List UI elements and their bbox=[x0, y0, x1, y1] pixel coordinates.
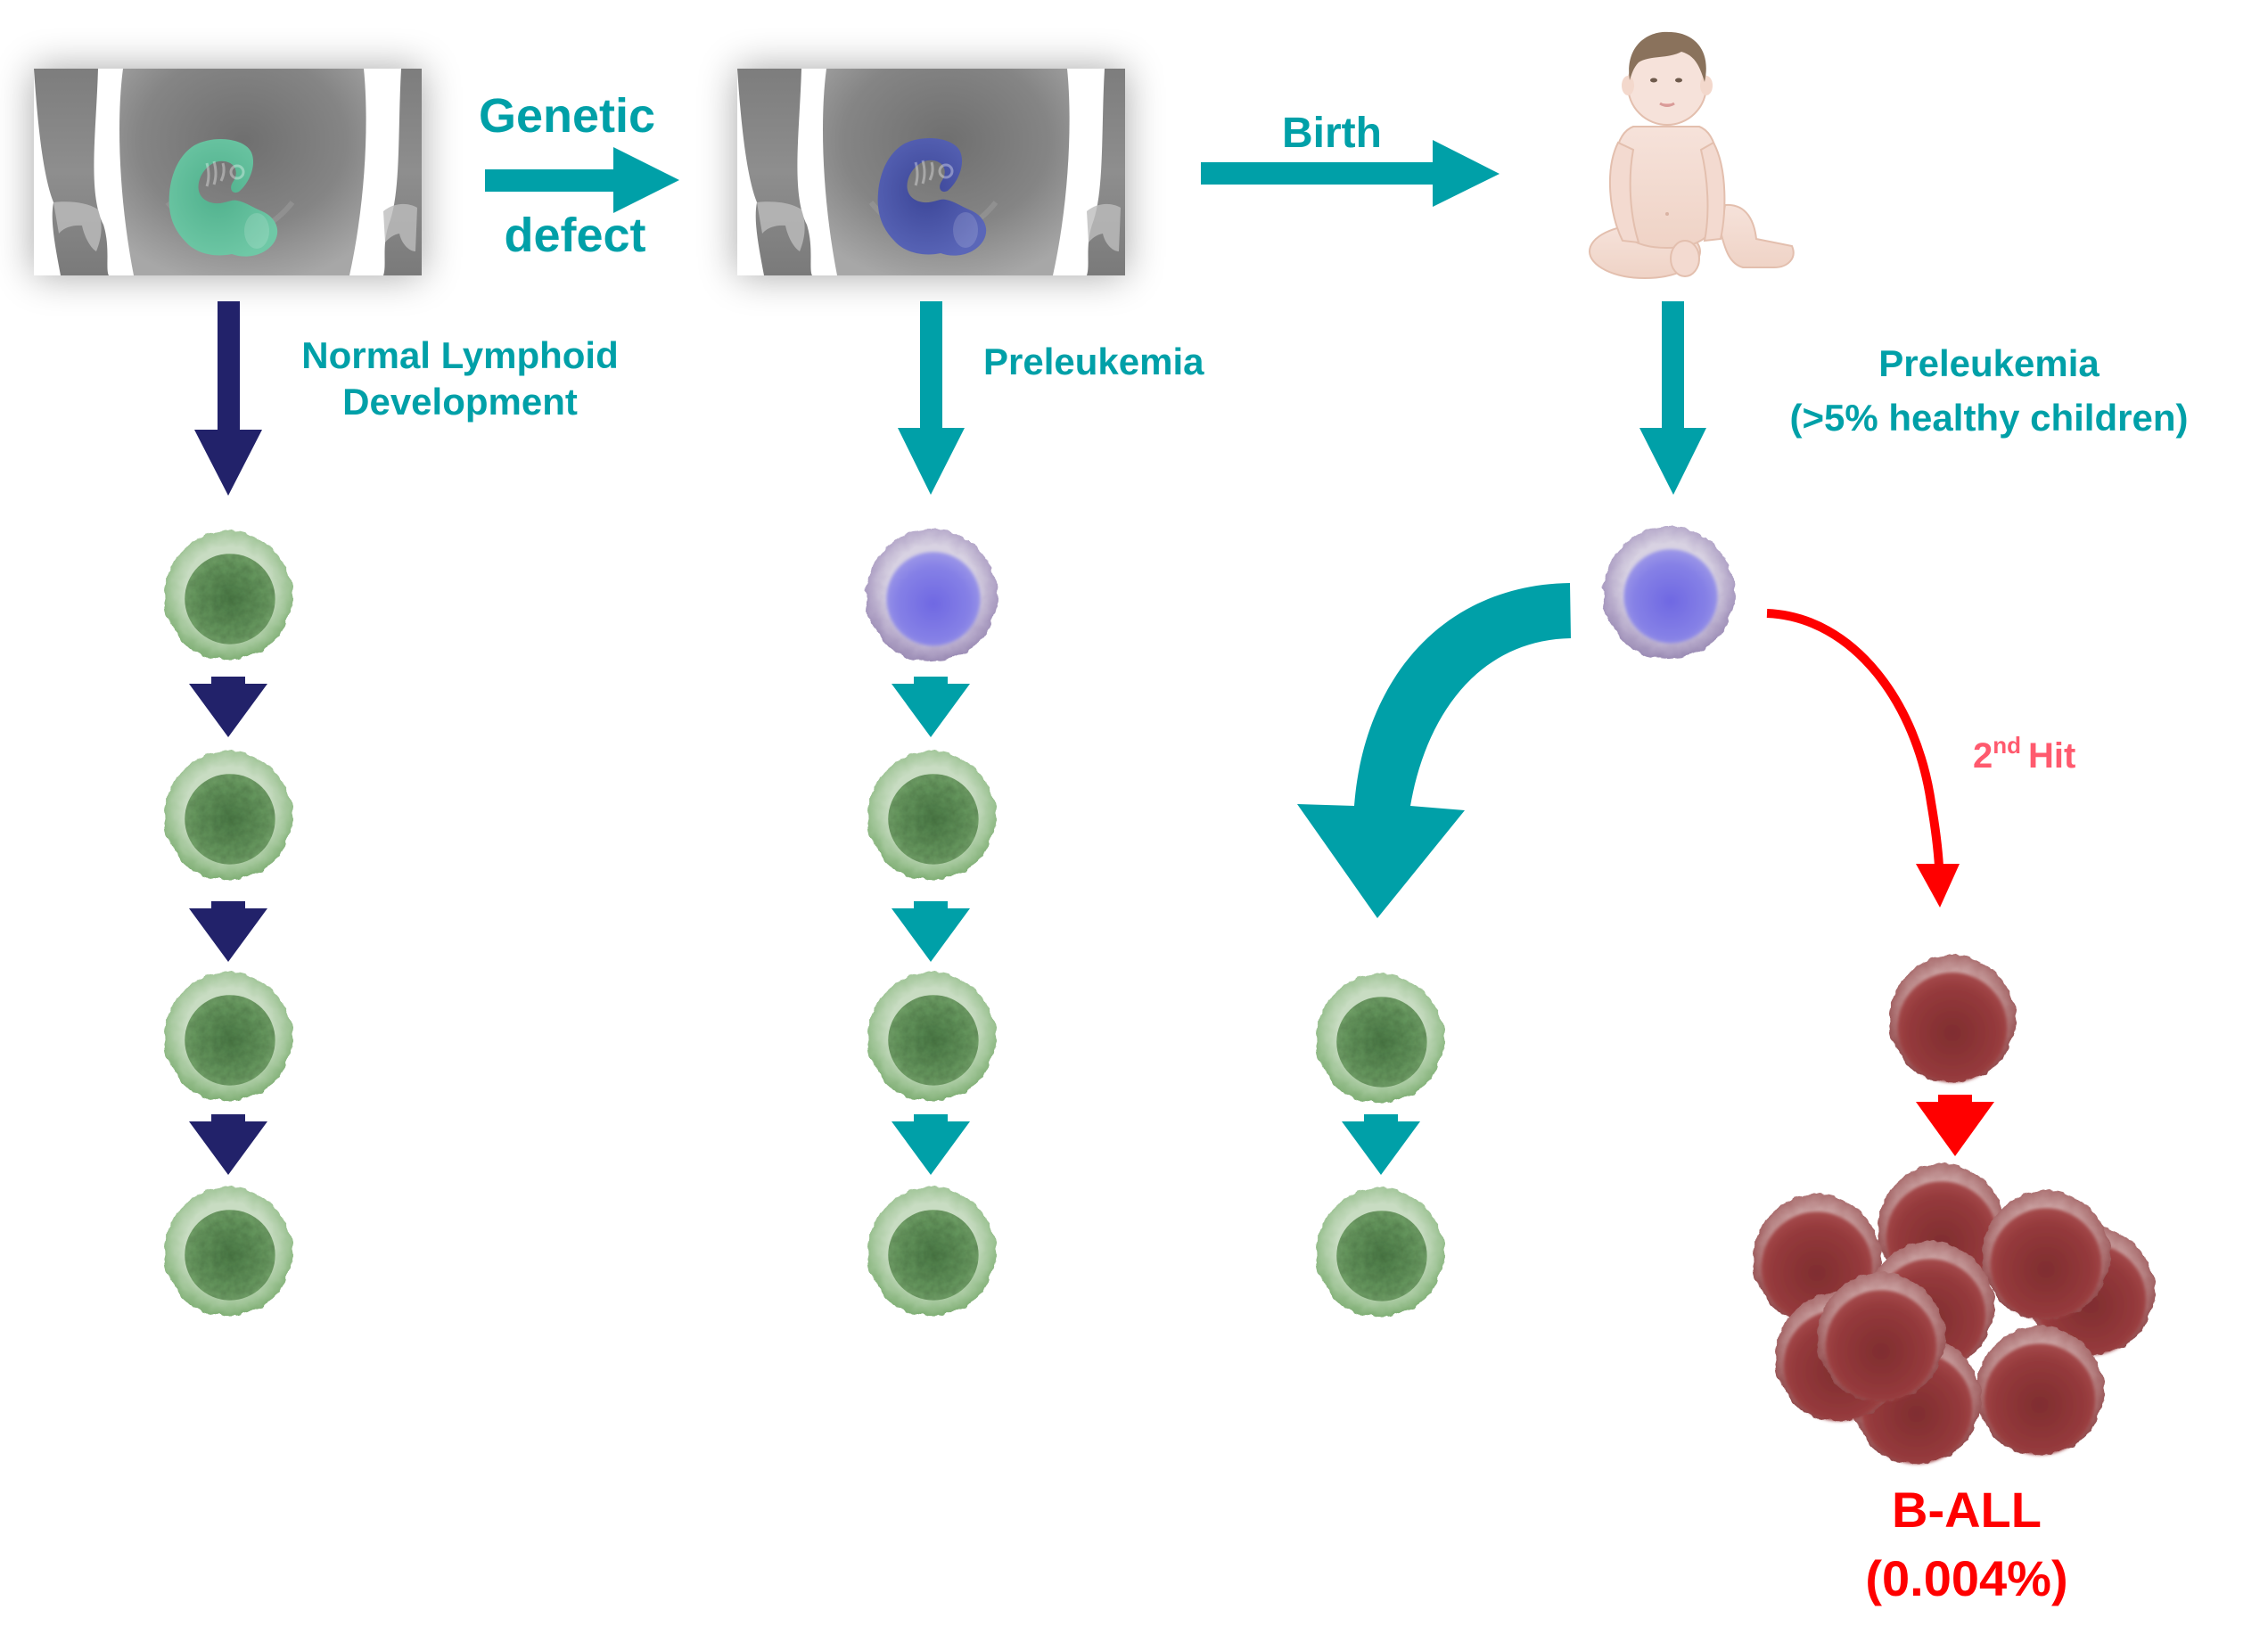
normal-lymphoid-cell bbox=[1316, 1188, 1444, 1317]
second-hit-superscript: nd bbox=[1993, 732, 2021, 759]
red-down-arrow-icon bbox=[1916, 1095, 1994, 1156]
small-down-arrow-icon bbox=[189, 901, 267, 962]
red-arrowhead-icon bbox=[1916, 864, 1960, 907]
second-hit-label: 2nd Hit bbox=[1973, 732, 2075, 776]
normal-lymphoid-cell bbox=[164, 531, 292, 660]
b-all-label: B-ALL bbox=[1892, 1482, 2042, 1538]
normal-lymphoid-cell bbox=[867, 1187, 996, 1316]
postnatal-preleukemia-label: Preleukemia (>5% healthy children) bbox=[1790, 342, 2189, 439]
curved-arrow-resolution-icon bbox=[1297, 583, 1571, 918]
development-label: Development bbox=[342, 381, 578, 423]
normal-lymphoid-cell bbox=[1316, 974, 1444, 1103]
defect-label: defect bbox=[504, 209, 645, 262]
leukemic-cell bbox=[1889, 956, 2016, 1082]
preleukemic-cell bbox=[866, 530, 998, 661]
right-arrow-icon bbox=[1201, 140, 1500, 207]
leukemic-cell-cluster-member bbox=[1817, 1273, 1945, 1401]
down-arrow-preleukemia-icon bbox=[898, 301, 965, 495]
small-down-arrow-icon bbox=[189, 677, 267, 737]
birth-label: Birth bbox=[1282, 110, 1382, 157]
normal-lymphoid-cell bbox=[867, 751, 996, 880]
preleukemic-cell-postnatal bbox=[1603, 527, 1735, 659]
pregnant-torso-green-embryo-icon bbox=[34, 69, 422, 275]
b-all-incidence-label: (0.004%) bbox=[1865, 1550, 2067, 1606]
down-arrow-normal-icon bbox=[194, 301, 262, 496]
second-hit-word: Hit bbox=[2028, 736, 2075, 776]
small-down-arrow-icon bbox=[189, 1114, 267, 1175]
right-arrow-icon bbox=[485, 147, 679, 213]
prenatal-preleukemia-label: Preleukemia bbox=[983, 341, 1204, 382]
normal-lymphoid-cell bbox=[164, 973, 292, 1101]
prevalence-label: (>5% healthy children) bbox=[1790, 397, 2189, 439]
small-down-arrow-icon bbox=[892, 1114, 970, 1175]
normal-development-label: Normal Lymphoid Development bbox=[301, 334, 618, 423]
curved-arrow-second-hit-icon bbox=[1766, 609, 1943, 867]
normal-lymphoid-cell bbox=[164, 751, 292, 880]
pregnant-torso-blue-embryo-icon bbox=[737, 69, 1125, 275]
resolved-cell-column bbox=[1316, 974, 1444, 1317]
genetic-label: Genetic bbox=[479, 89, 655, 143]
genetic-defect-transition: Genetic defect bbox=[479, 89, 679, 262]
second-hit-number: 2 bbox=[1973, 736, 1993, 776]
small-down-arrow-icon bbox=[1342, 1114, 1420, 1175]
small-down-arrow-icon bbox=[892, 677, 970, 737]
normal-lymphoid-cell bbox=[164, 1187, 292, 1316]
b-all-cell-cluster bbox=[1753, 1164, 2155, 1464]
down-arrow-postnatal-icon bbox=[1639, 301, 1706, 495]
birth-transition: Birth bbox=[1201, 110, 1500, 207]
leukemic-cell-cluster-member bbox=[1982, 1191, 2110, 1319]
small-down-arrow-icon bbox=[892, 901, 970, 962]
leukemic-cell-cluster-member bbox=[1976, 1326, 2104, 1455]
postnatal-preleukemia-title: Preleukemia bbox=[1878, 342, 2100, 384]
sitting-baby-icon bbox=[1589, 31, 1795, 279]
normal-lymphoid-label: Normal Lymphoid bbox=[301, 334, 618, 376]
prenatal-preleukemia-cell-column bbox=[866, 530, 998, 1316]
normal-lymphoid-cell bbox=[867, 973, 996, 1101]
normal-lymphoid-cell-column bbox=[164, 531, 292, 1316]
